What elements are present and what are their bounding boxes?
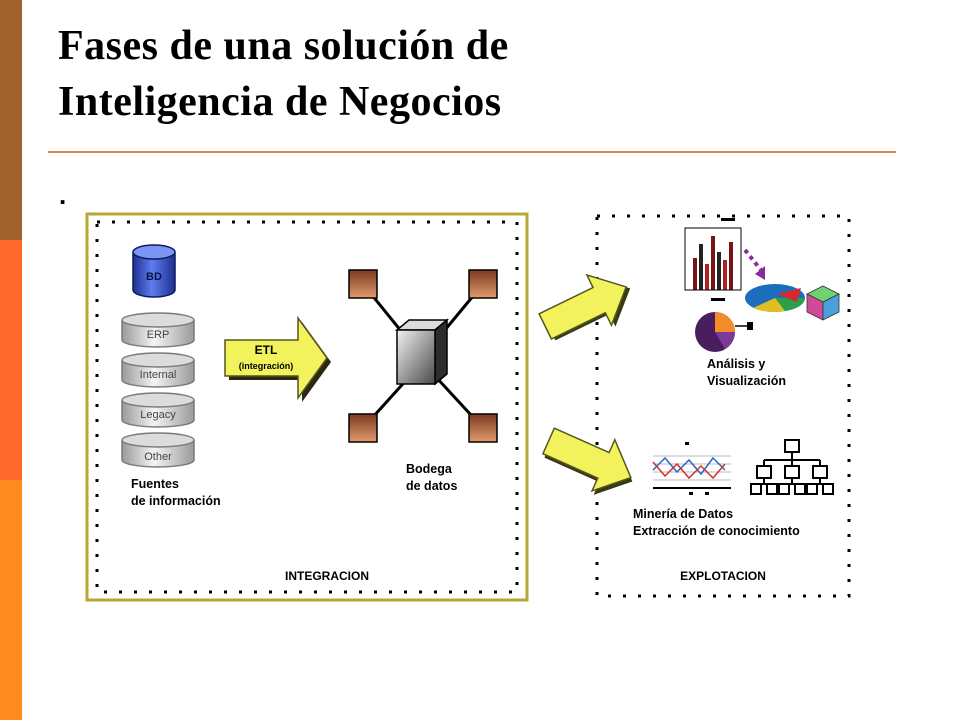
arrow-to-analysis xyxy=(538,273,631,341)
warehouse-caption-line-1: Bodega xyxy=(406,462,453,476)
line-chart-icon xyxy=(652,442,731,495)
analysis-caption-line-1: Análisis y xyxy=(707,357,765,371)
dotted-connector xyxy=(743,248,763,272)
pie-chart-icon xyxy=(695,312,753,352)
analysis-caption-line-2: Visualización xyxy=(707,374,786,388)
sources-caption-line-2: de información xyxy=(131,494,221,508)
title-line-2: Inteligencia de Negocios xyxy=(58,79,502,125)
side-bar-middle xyxy=(0,240,22,480)
mining-caption-line-1: Minería de Datos xyxy=(633,507,733,521)
etl-sublabel: (integración) xyxy=(239,361,294,371)
pie-3d-chart-icon xyxy=(745,284,805,312)
network-node xyxy=(348,269,378,299)
slide-title: Fases de una solución de Inteligencia de… xyxy=(58,18,509,130)
database-icon: BD xyxy=(132,244,176,298)
bi-phases-diagram: BD ERP Internal Legacy Other Fuentes de … xyxy=(85,212,851,602)
cube-3d-icon xyxy=(806,285,840,321)
network-node xyxy=(468,413,498,443)
sources-caption-line-1: Fuentes xyxy=(131,477,179,491)
source-label: Legacy xyxy=(140,409,176,421)
etl-label: ETL xyxy=(255,343,278,357)
integration-panel-label: INTEGRACION xyxy=(285,569,369,583)
etl-arrow: ETL (integración) xyxy=(224,315,331,402)
source-erp: ERP xyxy=(121,312,195,348)
arrow-to-mining xyxy=(541,427,633,495)
mining-caption-line-2: Extracción de conocimiento xyxy=(633,524,800,538)
data-warehouse-network xyxy=(348,269,498,443)
side-bar-top xyxy=(0,0,22,240)
side-bar-bottom xyxy=(0,480,22,720)
warehouse-caption-line-2: de datos xyxy=(406,479,457,493)
source-label: Internal xyxy=(140,369,177,381)
network-node xyxy=(468,269,498,299)
title-divider xyxy=(48,151,896,153)
bar-chart-icon xyxy=(684,218,742,301)
exploitation-panel-label: EXPLOTACION xyxy=(680,569,766,583)
source-legacy: Legacy xyxy=(121,392,195,428)
source-internal: Internal xyxy=(121,352,195,388)
network-node xyxy=(348,413,378,443)
db-label: BD xyxy=(146,271,162,283)
source-label: ERP xyxy=(147,329,170,341)
hierarchy-tree-icon xyxy=(750,439,834,495)
source-other: Other xyxy=(121,432,195,468)
warehouse-cube-icon xyxy=(394,318,450,386)
source-label: Other xyxy=(144,451,172,463)
connector-arrowhead xyxy=(755,266,765,280)
bullet-mark: . xyxy=(59,180,67,210)
title-line-1: Fases de una solución de xyxy=(58,23,509,69)
